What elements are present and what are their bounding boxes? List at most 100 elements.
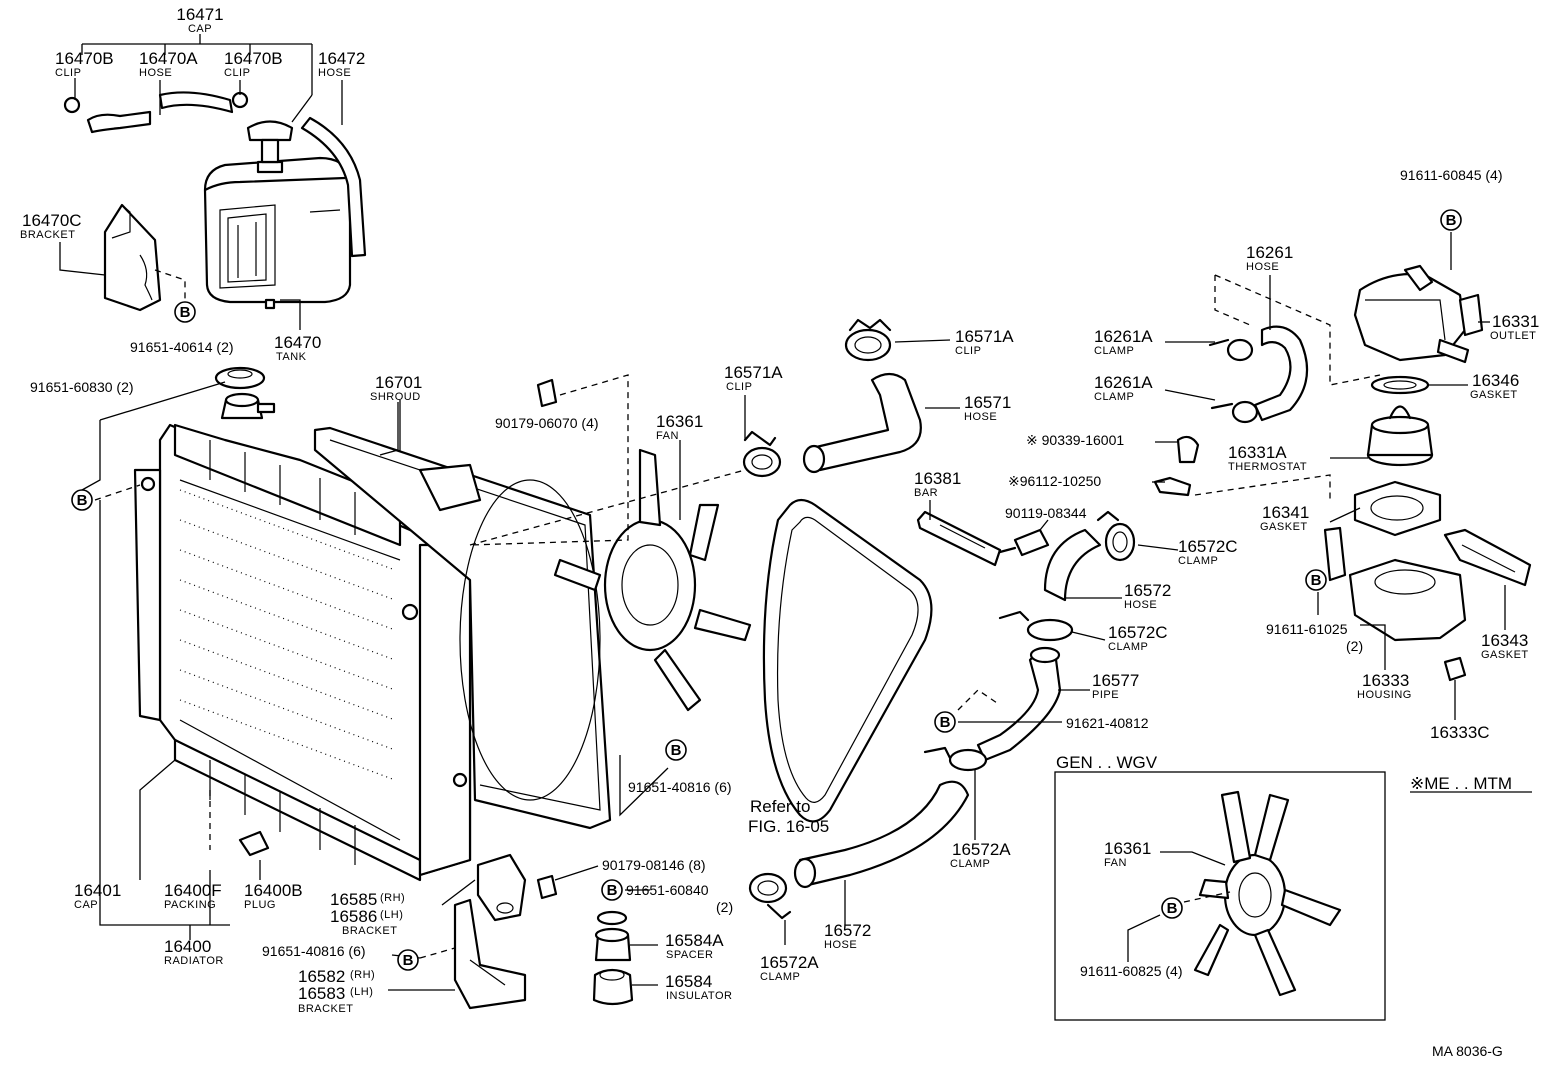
svg-text:16381: 16381 <box>914 469 961 488</box>
reserve-tank <box>203 120 352 310</box>
svg-text:16333: 16333 <box>1362 671 1409 690</box>
b-marker: B <box>71 489 93 511</box>
water-outlet <box>1353 264 1484 364</box>
callout-90119-08344: 90119-08344 <box>1005 505 1087 521</box>
water-pipe <box>976 646 1062 762</box>
svg-text:GASKET: GASKET <box>1481 649 1529 661</box>
b-marker: B <box>601 879 623 901</box>
figure-code: MA 8036-G <box>1432 1043 1503 1059</box>
tank-hose <box>300 116 367 258</box>
svg-text:PIPE: PIPE <box>1092 689 1119 701</box>
fan-shroud <box>313 426 612 830</box>
svg-text:16261A: 16261A <box>1094 327 1153 346</box>
callout-16333C: 16333C <box>1430 723 1490 742</box>
callout-16583: 16583 (LH) <box>298 984 373 1003</box>
leader-lines <box>59 34 1506 991</box>
b-marker: B <box>934 711 956 733</box>
svg-text:16400B: 16400B <box>244 881 303 900</box>
svg-text:B: B <box>671 742 682 759</box>
svg-text:BRACKET: BRACKET <box>298 1003 353 1015</box>
svg-text:Refer to: Refer to <box>750 797 810 816</box>
pipe-clamp-c <box>998 610 1074 642</box>
b-markers: B B B B B B B B B <box>71 209 1462 971</box>
callout-96112-10250: ※96112-10250 <box>1008 473 1101 489</box>
svg-text:16583: 16583 <box>298 984 345 1003</box>
thermostat <box>1366 405 1434 467</box>
svg-text:※ 90339-16001: ※ 90339-16001 <box>1026 432 1124 448</box>
alternator-bar <box>916 510 1002 567</box>
upper-clip-a <box>844 318 892 362</box>
svg-text:16261: 16261 <box>1246 243 1293 262</box>
svg-text:16331A: 16331A <box>1228 443 1287 462</box>
svg-text:16572: 16572 <box>1124 581 1171 600</box>
thermostat-housing <box>1323 526 1467 642</box>
svg-text:16572C: 16572C <box>1178 537 1238 556</box>
tank-bracket <box>103 203 162 312</box>
svg-text:GASKET: GASKET <box>1470 389 1518 401</box>
svg-text:BRACKET: BRACKET <box>342 925 397 937</box>
svg-text:16586: 16586 <box>330 907 377 926</box>
upper-mount-bracket <box>476 853 527 922</box>
svg-text:16472: 16472 <box>318 49 365 68</box>
svg-text:TANK: TANK <box>276 351 307 363</box>
cooling-fan <box>553 448 752 712</box>
svg-text:(2): (2) <box>1346 638 1363 654</box>
svg-text:CLAMP: CLAMP <box>950 858 990 870</box>
svg-text:SHROUD: SHROUD <box>370 391 421 403</box>
svg-text:90179-08146 (8): 90179-08146 (8) <box>602 857 706 873</box>
svg-text:(LH): (LH) <box>380 909 403 921</box>
svg-text:B: B <box>607 882 618 899</box>
b-marker: B <box>1440 209 1462 231</box>
svg-text:B: B <box>180 304 191 321</box>
callout-91621-40812: 91621-40812 <box>1066 715 1149 731</box>
svg-text:CLIP: CLIP <box>955 345 981 357</box>
callout-91651-40614: 91651-40614 (2) <box>130 339 234 355</box>
svg-text:HOSE: HOSE <box>824 939 857 951</box>
market-note: ※ME . . MTM <box>1410 774 1532 793</box>
fitting-96112-10250 <box>1153 476 1192 497</box>
cap-90339-16001 <box>1176 435 1200 464</box>
svg-text:16361: 16361 <box>1104 839 1151 858</box>
svg-text:91621-40812: 91621-40812 <box>1066 715 1149 731</box>
svg-text:16572C: 16572C <box>1108 623 1168 642</box>
lower-mount-bracket <box>453 898 527 1010</box>
svg-text:91611-60825 (4): 91611-60825 (4) <box>1080 963 1182 979</box>
bypass-hose <box>1208 325 1309 424</box>
svg-text:CLIP: CLIP <box>726 381 752 393</box>
svg-text:16400F: 16400F <box>164 881 222 900</box>
radiator-cap <box>214 366 266 390</box>
b-marker: B <box>665 739 687 761</box>
svg-text:PACKING: PACKING <box>164 899 216 911</box>
svg-text:16701: 16701 <box>375 373 422 392</box>
bar-bolt <box>998 528 1050 557</box>
svg-text:(LH): (LH) <box>350 986 373 998</box>
inset-fan <box>1193 790 1342 997</box>
thermostat-gasket <box>1353 480 1442 537</box>
svg-text:16571A: 16571A <box>724 363 783 382</box>
lower-clip-a <box>742 430 782 478</box>
bolt-90179-06070 <box>536 378 558 408</box>
svg-text:90179-06070 (4): 90179-06070 (4) <box>495 415 599 431</box>
svg-text:INSULATOR: INSULATOR <box>666 990 732 1002</box>
callout-91651-40816-1: 91651-40816 (6) <box>628 779 732 795</box>
callout-91651-40816-2: 91651-40816 (6) <box>262 943 366 959</box>
svg-text:91651-40816 (6): 91651-40816 (6) <box>628 779 732 795</box>
callout-90179-08146: 90179-08146 (8) <box>602 857 706 873</box>
svg-text:GASKET: GASKET <box>1260 521 1308 533</box>
